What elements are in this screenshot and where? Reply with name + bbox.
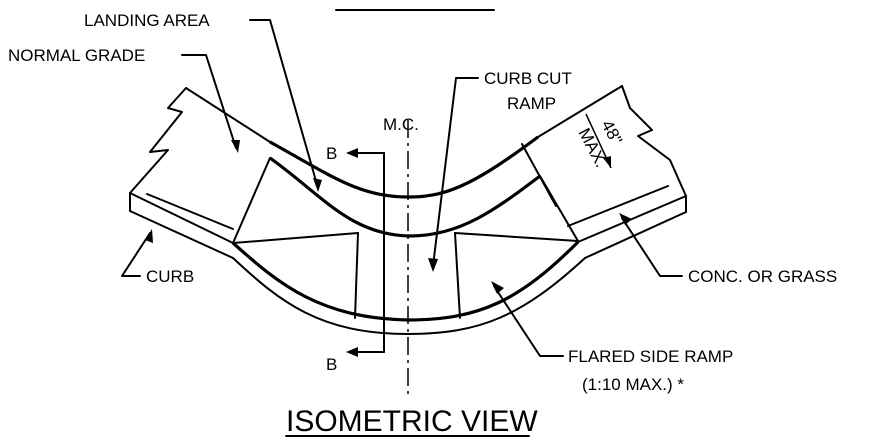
leaders (121, 19, 683, 357)
left-curb-top (129, 192, 234, 244)
ramp-right-side (454, 232, 461, 319)
left-curb-bottom (129, 210, 234, 259)
right-strip-line (521, 143, 557, 207)
section-b-bottom-label: B (326, 355, 337, 374)
curb-face-curve (232, 257, 586, 335)
view-title: ISOMETRIC VIEW (286, 405, 538, 438)
curb-cut-ramp-label-1: CURB CUT (484, 69, 572, 88)
flared-side-ramp-label-1: FLARED SIDE RAMP (568, 347, 733, 366)
landing-inner-edge (269, 156, 541, 238)
right-curb-bottom (584, 211, 687, 259)
left-back-edge (185, 87, 271, 143)
curb-cut-ramp-leader (432, 77, 479, 267)
left-flare-top (232, 232, 359, 244)
landing-area-arrow (313, 178, 322, 192)
right-flare-top (454, 232, 579, 242)
section-b-top-label: B (326, 144, 337, 163)
conc-grass-leader (621, 217, 683, 277)
curb-label: CURB (146, 267, 194, 286)
normal-grade-label: NORMAL GRADE (8, 46, 145, 65)
ramp-left-side (354, 232, 359, 319)
ramp-bottom-curve (231, 240, 580, 322)
left-break-line (129, 87, 187, 194)
mc-label: M.C. (383, 115, 419, 134)
normal-grade-leader (181, 54, 237, 149)
conc-or-grass-label: CONC. OR GRASS (688, 267, 837, 286)
curb-cut-ramp-label-2: RAMP (507, 94, 556, 113)
ramp-drawing (129, 85, 687, 395)
landing-area-label: LANDING AREA (84, 11, 210, 30)
curb-arrow (145, 229, 153, 243)
left-grade-line (232, 157, 271, 244)
curb-cut-ramp-arrow (428, 258, 438, 272)
left-curb-back (146, 193, 234, 230)
landing-area-leader (249, 19, 319, 189)
landing-back-edge (269, 135, 539, 199)
normal-grade-arrow (231, 140, 240, 153)
right-back-edge (537, 85, 623, 138)
section-b-top-arrow (346, 148, 358, 158)
conc-grass-arrow (619, 213, 632, 225)
right-break-line (621, 85, 687, 197)
slope-dim-arrow (603, 156, 611, 168)
section-b-bottom-arrow (346, 347, 358, 357)
curb-leader (121, 232, 151, 277)
flared-side-ramp-arrow (491, 281, 504, 294)
flared-side-ramp-label-2: (1:10 MAX.) * (582, 375, 684, 394)
right-curb-back (567, 185, 669, 227)
flared-side-ramp-leader (493, 285, 564, 357)
